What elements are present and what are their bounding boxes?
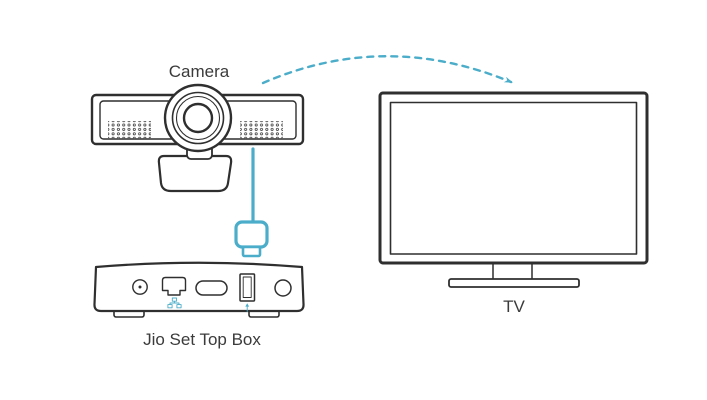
dashed-arrow-icon xyxy=(261,55,513,85)
camera-left-grille xyxy=(108,121,151,139)
usb-port-icon xyxy=(239,273,256,302)
camera-right-grille xyxy=(240,121,283,139)
usb-plug-body xyxy=(234,220,269,249)
camera-lens xyxy=(182,102,214,134)
usb-cable-icon xyxy=(234,147,269,258)
tv-frame xyxy=(378,91,649,265)
power-port-icon xyxy=(132,279,148,295)
tv-label: TV xyxy=(503,297,525,316)
camera-lens-ring-inner xyxy=(175,95,221,141)
camera-label: Camera xyxy=(169,62,230,81)
usb-icon xyxy=(245,303,250,312)
tv-illustration xyxy=(378,91,649,288)
camera-mount-clip xyxy=(157,154,233,193)
av-port-icon xyxy=(274,279,292,297)
tv-stand-base xyxy=(448,278,580,288)
ethernet-port-icon xyxy=(161,276,187,296)
hdmi-port-icon xyxy=(195,280,228,296)
camera-illustration xyxy=(90,83,305,193)
set-top-box-illustration xyxy=(93,261,305,318)
tv-screen xyxy=(389,101,638,255)
usb-plug-tip xyxy=(241,245,262,258)
camera-lens-ring-outer xyxy=(171,91,225,145)
stb-body xyxy=(93,261,305,313)
usb-plug-icon xyxy=(234,220,269,258)
camera-lens-housing xyxy=(163,83,233,153)
ethernet-icon xyxy=(167,297,182,309)
set-top-box-label: Jio Set Top Box xyxy=(143,330,261,349)
